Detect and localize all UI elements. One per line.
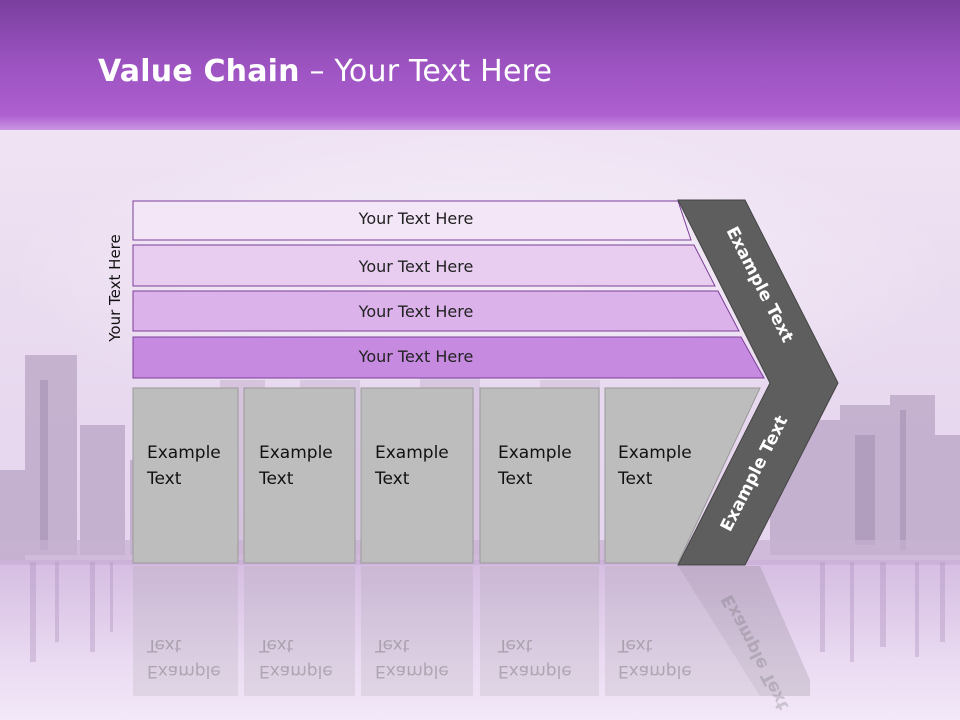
bar-label-2: Your Text Here: [358, 257, 474, 276]
box-reflection-label-3: Example Text: [375, 635, 449, 681]
chevron-arrow: [677, 199, 839, 566]
page-title: Value Chain – Your Text Here: [98, 54, 552, 89]
box-label-5: Example Text: [618, 443, 692, 489]
box-reflection-label-2: Example Text: [259, 635, 333, 681]
box-1: [132, 387, 239, 564]
box-reflection-label-1: Example Text: [147, 635, 221, 681]
box-label-4: Example Text: [498, 443, 572, 489]
bar-label-3: Your Text Here: [358, 302, 474, 321]
box-reflection-label-4: Example Text: [498, 635, 572, 681]
title-bold: Value Chain: [98, 54, 300, 89]
box-5: [604, 387, 761, 564]
box-label-2: Example Text: [259, 443, 333, 489]
box-label-1: Example Text: [147, 443, 221, 489]
title-rest: – Your Text Here: [299, 54, 553, 89]
bar-label-1: Your Text Here: [358, 209, 474, 228]
box-reflection-label-5: Example Text: [618, 635, 692, 681]
title-banner: [0, 0, 960, 130]
water-reflection: [0, 560, 960, 720]
water-streaks: [30, 562, 945, 662]
box-4: [479, 387, 600, 564]
bar-2: [132, 244, 716, 287]
bar-3: [132, 290, 740, 332]
box-label-3: Example Text: [375, 443, 449, 489]
box-2: [243, 387, 356, 564]
bar-label-4: Your Text Here: [358, 347, 474, 366]
bar-4: [132, 336, 765, 379]
box-3: [360, 387, 474, 564]
boxes-reflection: [133, 566, 810, 696]
bar-1: [132, 200, 692, 241]
